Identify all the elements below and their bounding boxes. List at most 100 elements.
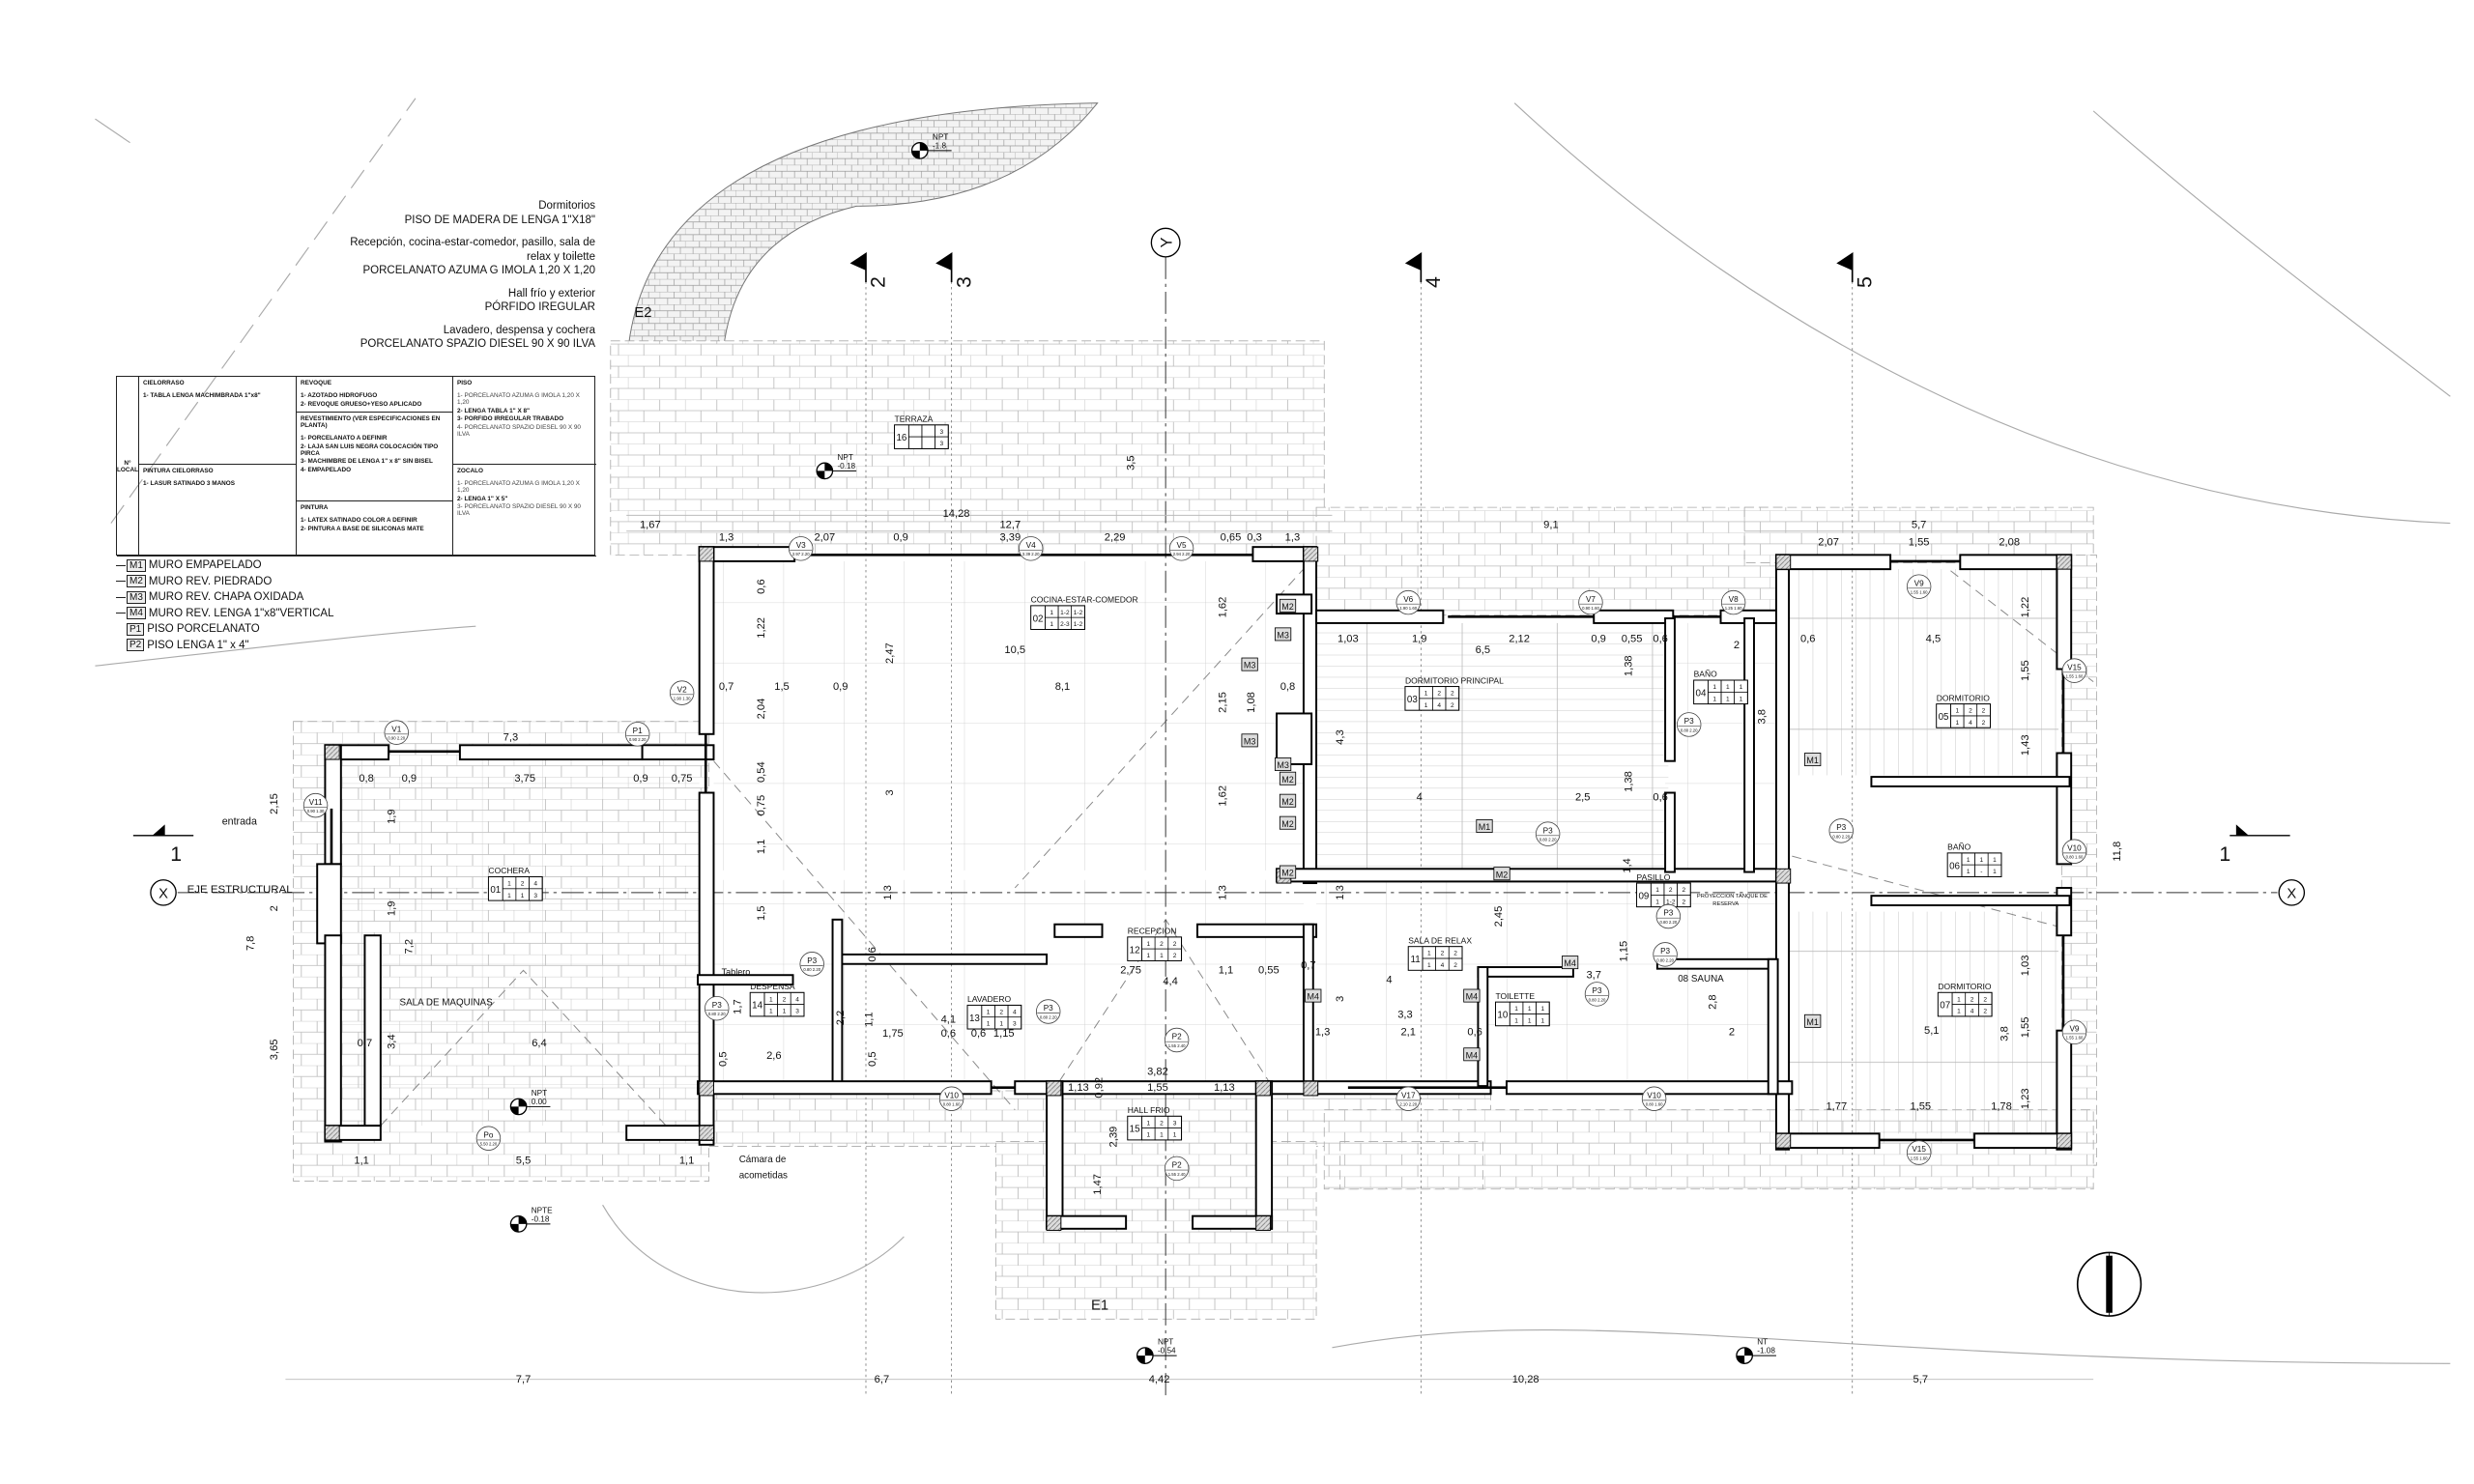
room-tag-cell — [935, 436, 949, 449]
column — [699, 1080, 714, 1097]
spec-item: 3- MACHIMBRE DE LENGA 1" x 8" SIN BISEL — [301, 458, 433, 465]
spec-title: PINTURA CIELORRASO — [143, 468, 214, 474]
opening-size: 0.90 2.20 — [388, 736, 405, 741]
opening-code: V2 — [677, 685, 687, 694]
finish-code: 4 — [795, 996, 799, 1003]
finish-code: 4 — [1437, 702, 1441, 709]
finish-code: 1 — [1427, 962, 1431, 969]
dimension-value: 0,8 — [359, 773, 374, 785]
room-name: DESPENSA — [750, 982, 795, 991]
wall-tag-box — [1241, 657, 1258, 671]
opening-tag: P21.55 2.40 — [1164, 1027, 1190, 1053]
opening-tag: P30.80 2.20 — [1535, 821, 1561, 846]
opening-tag: P30.80 2.20 — [1828, 818, 1854, 843]
dimension-value: 4,3 — [1335, 729, 1346, 745]
opening-tag-bubble — [1584, 982, 1610, 1007]
dimension-value: 1,13 — [1214, 1082, 1235, 1094]
level-marker: NPT-0.54 — [1136, 1338, 1177, 1364]
opening-tag-bubble — [1828, 818, 1854, 843]
wall-tag-box — [1463, 988, 1481, 1003]
opening-size: 0.80 1.60 — [2066, 855, 2084, 860]
finishes-spec-table: N° LOCAL CIELORRASO 1- TABLA LENGA MACHI… — [116, 376, 596, 556]
room-tag-cell — [1007, 1016, 1021, 1030]
dimension-value: 9,1 — [1543, 519, 1559, 530]
finish-code: 3 — [1173, 1120, 1177, 1127]
legend-code: M1 — [127, 558, 146, 572]
opening-code: P3 — [1660, 947, 1670, 956]
dimension-value: 1,7 — [732, 999, 743, 1014]
opening-tag: Po5.50 2.20 — [475, 1126, 502, 1151]
spec-pintura: PINTURA 1- LATEX SATINADO COLOR A DEFINI… — [297, 501, 453, 556]
finish-code: 2 — [1453, 951, 1457, 957]
room-tag-cell — [529, 888, 543, 901]
dimension-value: 0,5 — [718, 1051, 730, 1067]
plan-label: SALA DE MAQUINAS — [400, 997, 494, 1008]
site-contour-line — [2092, 110, 2451, 397]
dimension-value: 1,38 — [1624, 771, 1635, 792]
dimension-value: 4,1 — [941, 1013, 957, 1025]
dimension-value: 1,77 — [1826, 1101, 1847, 1113]
finish-code: 3 — [1013, 1021, 1017, 1028]
finish-code: 2 — [1669, 887, 1673, 894]
dimension-value: 0,6 — [756, 579, 767, 594]
finish-code: 1 — [521, 893, 525, 899]
opening-tag-bubble — [1164, 1027, 1190, 1053]
finish-code: 1 — [1160, 1132, 1164, 1139]
level-marker: NPTE-0.18 — [509, 1206, 553, 1233]
opening-tag-bubble — [1036, 999, 1061, 1024]
note-room: Recepción, cocina-estar-comedor, pasillo… — [350, 237, 595, 248]
wall — [2056, 1029, 2073, 1151]
dimension-value: 2,04 — [756, 699, 767, 720]
dimension-value: 3,5 — [1125, 455, 1136, 471]
grid-axis-y-bubble — [1150, 227, 1181, 258]
column — [1775, 868, 1792, 884]
opening-tag-bubble — [1676, 712, 1702, 737]
spec-item: 1- LATEX SATINADO COLOR A DEFINIR — [301, 517, 417, 524]
room-tag-cell — [790, 1004, 805, 1017]
wall-tag-box — [1279, 815, 1297, 830]
dimension-value: 1,1 — [354, 1156, 369, 1167]
plan-label: E2 — [634, 305, 651, 321]
dimension-value: 6,7 — [875, 1374, 890, 1385]
dimension-value: 2,15 — [269, 793, 280, 814]
room-name: BAÑO — [1694, 670, 1718, 679]
wall-finish-tag: M4 — [1466, 992, 1479, 1002]
finish-code: 1 — [1147, 1132, 1151, 1139]
dimension-value: 5,7 — [1913, 1374, 1929, 1385]
finish-code: 1 — [987, 1009, 991, 1015]
room-number: 14 — [752, 1001, 762, 1012]
wall — [1477, 966, 1574, 978]
column — [699, 546, 714, 562]
level-marker-fill — [1736, 1347, 1753, 1364]
legend-code: M2 — [127, 575, 146, 588]
finish-code: 1-2 — [1666, 899, 1676, 905]
wall-tag-box — [1804, 753, 1822, 767]
opening-size: 5.50 2.20 — [480, 1142, 498, 1147]
finish-code: 2 — [1983, 996, 1987, 1003]
room-tag-cell — [1448, 957, 1463, 971]
opening-tag-bubble — [624, 722, 650, 747]
dimension-value: 5,7 — [1912, 519, 1927, 530]
finish-code: 1 — [1540, 1006, 1544, 1013]
opening-tag-bubble — [669, 680, 695, 705]
note-finish: PÓRFIDO IREGULAR — [484, 301, 595, 313]
opening-size: 0.80 2.20 — [1589, 997, 1606, 1002]
wall — [1774, 554, 1892, 571]
finish-code: 1 — [1147, 953, 1151, 959]
wall-tag-box — [1562, 956, 1579, 970]
interior-floor — [713, 560, 1304, 870]
dimension-value: 0,6 — [941, 1028, 957, 1040]
wall-tag-box — [1279, 793, 1297, 808]
column — [1775, 1132, 1792, 1149]
level-value: -0.18 — [532, 1214, 550, 1223]
dimension-value: 1,67 — [640, 519, 661, 530]
dimension-value: 1,13 — [1068, 1082, 1089, 1094]
wall — [2056, 554, 2073, 671]
room-number: 05 — [1939, 712, 1949, 723]
